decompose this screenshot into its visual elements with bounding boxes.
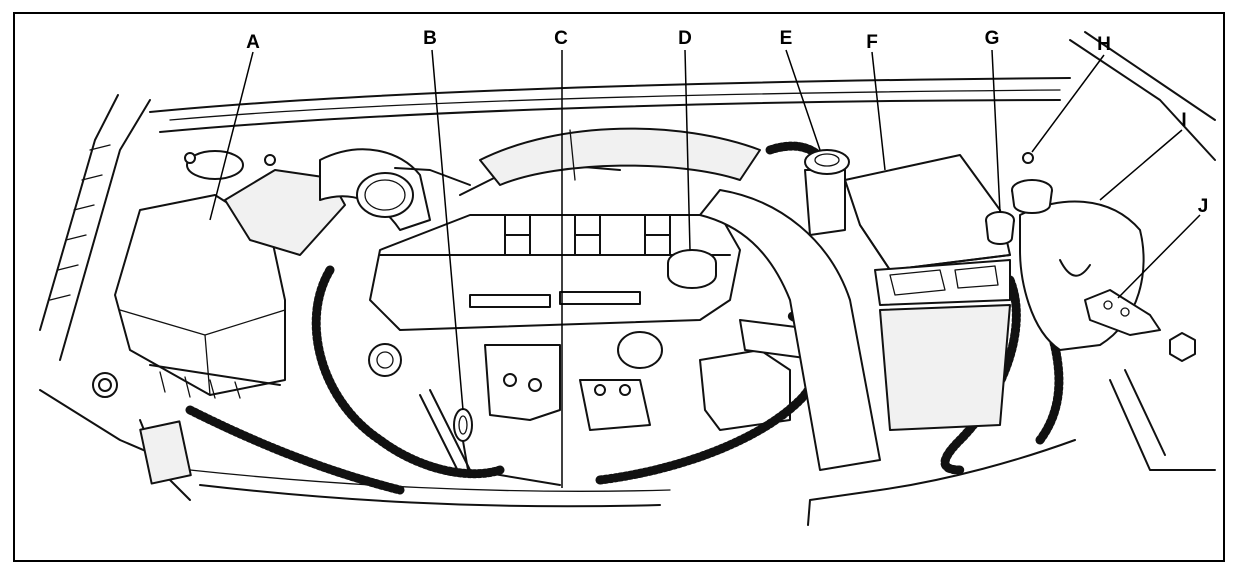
lower-panel — [189, 469, 671, 508]
engine-oil-fill-cap — [667, 249, 717, 289]
callout-c: C — [554, 28, 568, 49]
right-fender — [807, 332, 1216, 526]
hood-outline — [149, 31, 1216, 161]
engine-lower-components — [368, 319, 821, 486]
callout-labels: A B C D E F G H I J — [246, 28, 1208, 217]
callout-h: H — [1097, 34, 1111, 55]
engine-head — [369, 127, 761, 331]
brake-fluid-reservoir — [804, 149, 850, 236]
leader-lines — [209, 49, 1201, 488]
callout-f: F — [866, 32, 878, 53]
air-cleaner-housing — [92, 150, 346, 399]
callout-b: B — [423, 28, 437, 49]
callout-d: D — [678, 28, 692, 49]
engine-oil-dipstick — [453, 408, 473, 471]
battery — [844, 154, 1011, 431]
power-steering-fluid-cap — [1084, 289, 1161, 336]
washer-fluid-cap — [985, 211, 1015, 245]
left-fender — [39, 94, 192, 501]
callout-i: I — [1181, 110, 1186, 131]
callout-a: A — [246, 32, 260, 53]
callout-g: G — [985, 28, 1000, 49]
intake-tube — [319, 148, 471, 231]
callout-j: J — [1198, 196, 1209, 217]
callout-e: E — [780, 28, 793, 49]
air-duct — [699, 189, 881, 471]
